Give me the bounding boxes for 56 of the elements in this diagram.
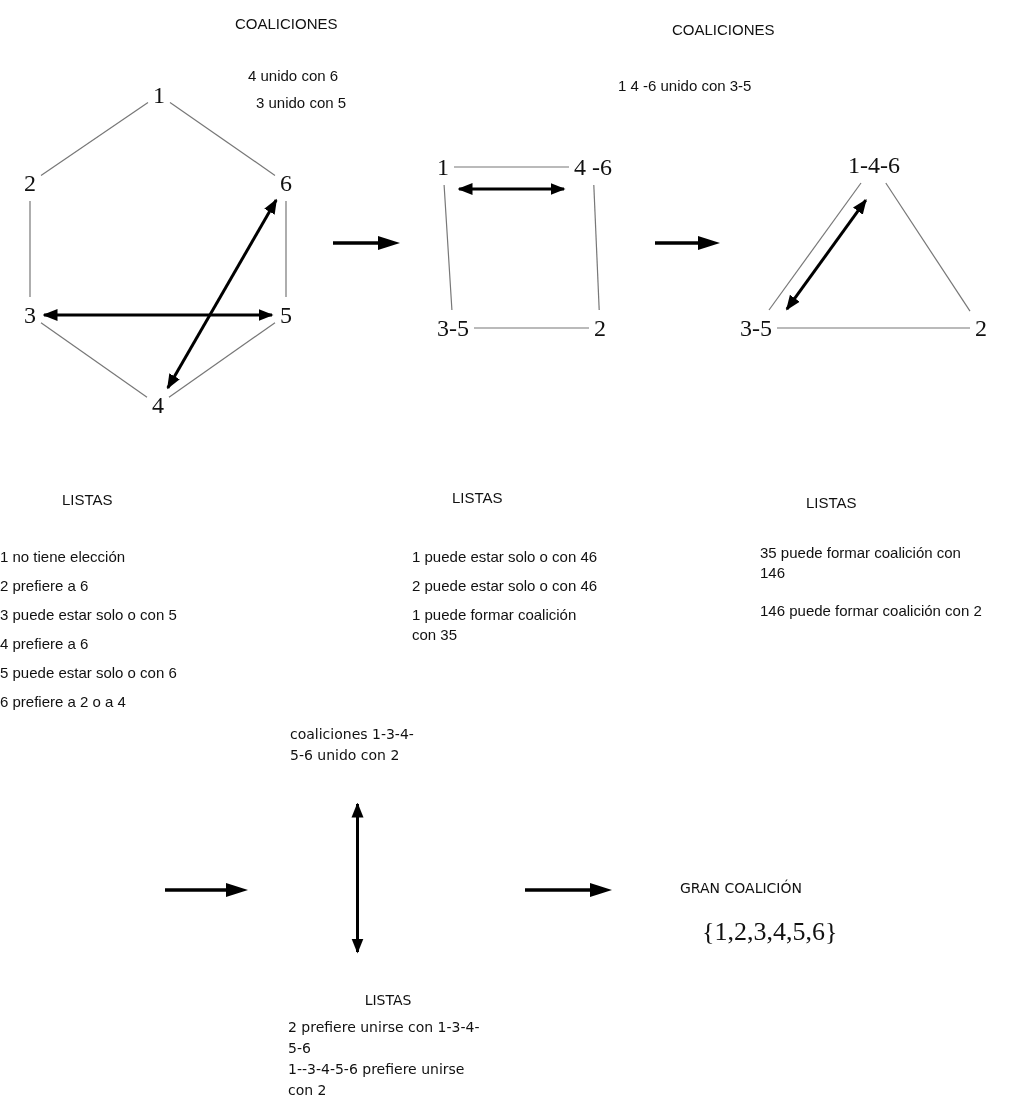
double-arrow bbox=[457, 183, 566, 195]
connector-line bbox=[473, 327, 590, 329]
vertex-label: 3 bbox=[24, 302, 36, 328]
connector-line bbox=[168, 322, 276, 398]
connector-line bbox=[40, 322, 148, 398]
vertex-label: 2 bbox=[975, 315, 987, 341]
note-text: 146 puede formar coalición con 2 bbox=[760, 601, 982, 621]
vertex-label: 1-4-6 bbox=[848, 152, 900, 178]
connector-line bbox=[285, 200, 287, 298]
vertex-label: 1 bbox=[437, 154, 449, 180]
set-notation: {1,2,3,4,5,6} bbox=[701, 917, 838, 947]
vertex-label: 2 bbox=[594, 315, 606, 341]
note-text: 3 puede estar solo o con 5 bbox=[0, 605, 177, 625]
note-text: 2 prefiere a 6 bbox=[0, 576, 89, 596]
connector-line bbox=[776, 327, 971, 329]
note-text: COALICIONES bbox=[672, 20, 775, 40]
vertex-label: 5 bbox=[280, 302, 292, 328]
vertex-label: 2 bbox=[24, 170, 36, 196]
vertex-label: 4 bbox=[152, 392, 164, 418]
note-text: 6 prefiere a 2 o a 4 bbox=[0, 692, 126, 712]
note-text: LISTAS bbox=[452, 488, 503, 508]
vertex-label: 3-5 bbox=[740, 315, 772, 341]
note-text: 1 puede estar solo o con 46 bbox=[412, 547, 598, 567]
connector-line bbox=[443, 184, 453, 311]
note-text: LISTAS bbox=[62, 490, 113, 510]
connector-line bbox=[768, 182, 862, 311]
connector-line bbox=[885, 182, 971, 312]
note-text: 1 4 -6 unido con 3-5 bbox=[618, 76, 752, 96]
result-heading: GRAN COALICIÓN bbox=[680, 878, 802, 898]
note-text: 3 unido con 5 bbox=[256, 93, 347, 113]
connector-line bbox=[29, 200, 31, 298]
vertex-label: 1 bbox=[153, 82, 165, 108]
double-arrow bbox=[351, 802, 364, 954]
double-arrow bbox=[166, 198, 278, 390]
note-text: 5 puede estar solo o con 6 bbox=[0, 663, 177, 683]
connector-line bbox=[593, 184, 600, 311]
note-text: 2 puede estar solo o con 46 bbox=[412, 576, 598, 596]
double-arrow bbox=[42, 309, 274, 321]
note-text: COALICIONES bbox=[235, 14, 338, 34]
vertex-label: 6 bbox=[280, 170, 292, 196]
double-arrow bbox=[785, 199, 867, 311]
coalition-text: coaliciones 1-3-4-5-6 unido con 2 bbox=[290, 724, 425, 766]
note-text: 1 puede formar coalición con 35 bbox=[412, 605, 578, 645]
note-text: LISTAS bbox=[806, 493, 857, 513]
note-text: 4 unido con 6 bbox=[248, 66, 339, 86]
connector-line bbox=[169, 102, 276, 176]
note-text: 35 puede formar coalición con 146 bbox=[760, 543, 962, 583]
note-text: 1 no tiene elección bbox=[0, 547, 126, 567]
note-text: 4 prefiere a 6 bbox=[0, 634, 89, 654]
list-item: 2 prefiere unirse con 1-3-4-5-6 bbox=[288, 1018, 481, 1058]
vertex-label: 3-5 bbox=[437, 315, 469, 341]
vertex-label: 4 -6 bbox=[574, 154, 612, 180]
list-item: 1--3-4-5-6 prefiere unirse con 2 bbox=[288, 1060, 466, 1100]
connector-line bbox=[40, 101, 149, 177]
connector-line bbox=[453, 166, 570, 168]
list-heading: LISTAS bbox=[363, 991, 413, 1010]
